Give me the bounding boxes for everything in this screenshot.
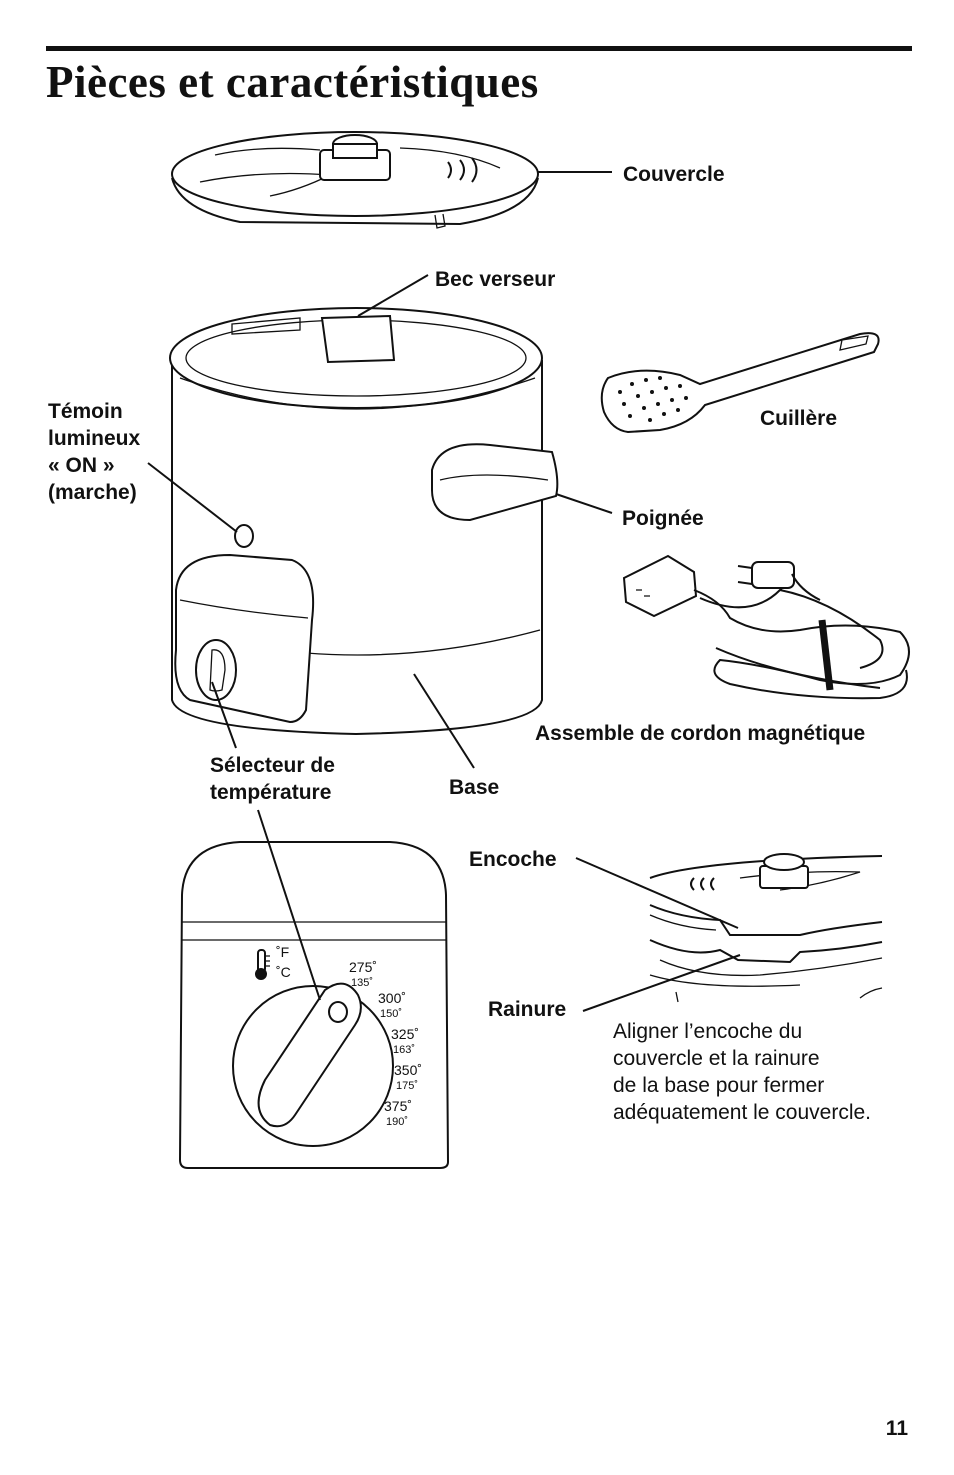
leader-light	[147, 462, 238, 533]
label-temoin: Témoin lumineux « ON » (marche)	[48, 400, 141, 504]
dial-setting-f: 375˚	[384, 1098, 412, 1114]
label-rainure: Rainure	[488, 998, 567, 1021]
dial-setting-c: 190˚	[386, 1116, 408, 1128]
dial-panel-illustration	[178, 841, 450, 1169]
label-bec-verseur: Bec verseur	[435, 268, 556, 291]
leader-base	[413, 673, 475, 769]
dial-setting-f: 350˚	[394, 1062, 422, 1078]
page-number: 11	[885, 1417, 908, 1440]
notch-closeup-illustration	[649, 853, 883, 1005]
spoon-illustration	[600, 332, 880, 434]
page-title: Pièces et caractéristiques	[46, 57, 539, 107]
leader-notch	[575, 857, 739, 929]
label-poignee: Poignée	[622, 507, 704, 530]
dial-setting-f: 325˚	[391, 1026, 419, 1042]
label-selecteur: Sélecteur de température	[210, 754, 335, 804]
leader-handle	[555, 493, 613, 514]
dial-setting-c: 163˚	[393, 1044, 415, 1056]
dial-unit-f: ˚F	[276, 944, 289, 960]
dial-unit-c: ˚C	[276, 964, 291, 980]
label-couvercle: Couvercle	[623, 163, 725, 186]
lid-illustration	[171, 131, 539, 229]
alignment-note: Aligner l’encoche du couvercle et la rai…	[613, 1020, 871, 1124]
dial-setting-c: 150˚	[380, 1008, 402, 1020]
dial-setting-c: 175˚	[396, 1080, 418, 1092]
label-encoche: Encoche	[469, 848, 557, 871]
thermometer-icon	[255, 949, 270, 980]
pot-illustration	[169, 307, 559, 736]
dial-setting-f: 275˚	[349, 959, 377, 975]
dial-setting-f: 300˚	[378, 990, 406, 1006]
label-cuillere: Cuillère	[760, 407, 838, 430]
cord-illustration	[622, 554, 910, 700]
leader-spout	[357, 274, 429, 317]
leader-groove	[582, 954, 741, 1012]
label-cordon: Assemble de cordon magnétique	[535, 722, 866, 745]
label-base: Base	[449, 776, 500, 799]
header-rule	[46, 46, 912, 51]
leader-dial	[211, 681, 237, 749]
leader-dial-closeup	[257, 809, 321, 1001]
dial-setting-c: 135˚	[351, 977, 373, 989]
